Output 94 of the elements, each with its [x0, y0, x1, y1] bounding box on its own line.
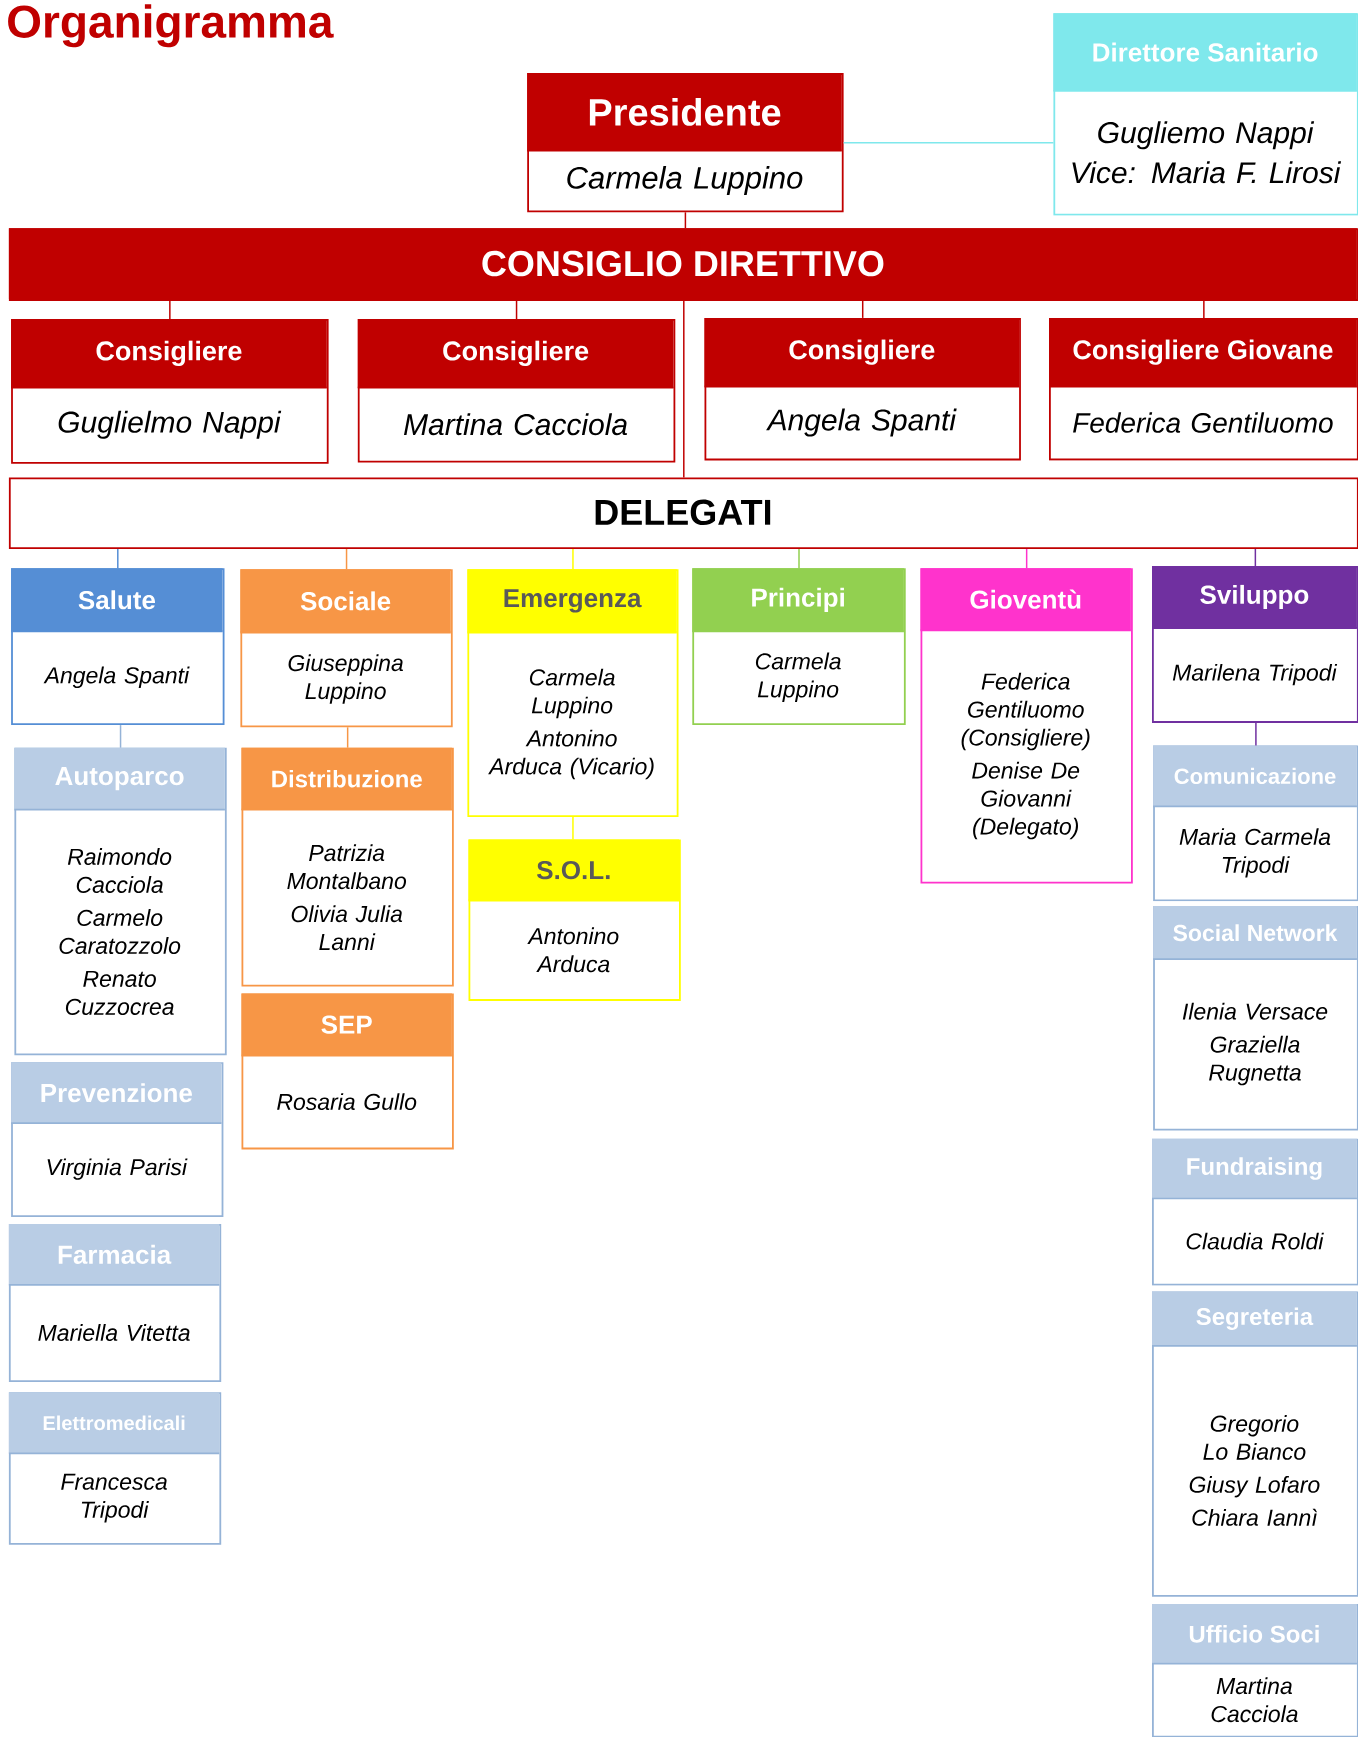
- box-heading: Consigliere Giovane: [1073, 339, 1333, 365]
- org-box: [356, 319, 676, 463]
- org-box: [239, 569, 453, 728]
- person-names: Raimondo Cacciola Carmelo Caratozzolo Renato Cuzzocrea: [59, 848, 181, 1015]
- box-heading: Gioventù: [970, 589, 1081, 609]
- org-box: [8, 1392, 222, 1545]
- org-box: [1151, 1138, 1358, 1286]
- person-names: Patrizia Montalbano Olivia Julia Lanni: [287, 844, 407, 951]
- org-box: [467, 839, 681, 1001]
- org-box: [240, 993, 454, 1150]
- connector-line: [119, 724, 122, 749]
- connector-line: [515, 300, 518, 320]
- box-heading: Segreteria: [1196, 1307, 1314, 1330]
- org-box: [703, 317, 1021, 461]
- connector-line: [683, 300, 685, 479]
- box-heading: Salute: [78, 590, 155, 610]
- box-heading: Direttore Sanitario: [1093, 42, 1318, 62]
- org-box: [1151, 1603, 1358, 1737]
- person-names: Martina Cacciola: [404, 413, 628, 436]
- box-heading: Elettromedicali: [43, 1415, 185, 1431]
- box-heading: Presidente: [589, 97, 781, 126]
- person-names: Rosaria Gullo: [277, 1093, 417, 1111]
- box-heading: DELEGATI: [595, 499, 771, 526]
- box-heading: Consigliere: [443, 340, 589, 366]
- box-heading: Sociale: [300, 591, 391, 611]
- box-heading: Social Network: [1173, 924, 1338, 942]
- connector-line: [1254, 548, 1257, 567]
- box-heading: Sviluppo: [1200, 584, 1309, 610]
- org-box: [13, 747, 227, 1056]
- connector-line: [798, 548, 800, 569]
- org-box: [691, 568, 906, 726]
- connector-line: [572, 816, 574, 841]
- person-names: Guglielmo Nappi: [58, 410, 282, 439]
- org-box: [1048, 317, 1358, 461]
- org-box: [10, 319, 329, 464]
- person-names: Antonino Arduca: [527, 927, 619, 973]
- person-names: Giuseppina Luppino: [288, 654, 403, 704]
- box-heading: Emergenza: [504, 589, 642, 613]
- box-heading: SEP: [321, 1015, 372, 1034]
- person-names: Federica Gentiluomo: [1073, 412, 1333, 433]
- box-heading: Fundraising: [1187, 1157, 1322, 1180]
- person-names: Marilena Tripodi: [1172, 663, 1338, 686]
- box-heading: Consigliere: [789, 339, 935, 365]
- person-names: Federica Gentiluomo (Consigliere) Denise De Giovanni (Delegato): [961, 672, 1090, 840]
- person-names: Francesca Tripodi: [61, 1473, 167, 1523]
- box-heading: Consigliere: [96, 340, 242, 366]
- org-box: [1152, 906, 1358, 1131]
- org-box: [466, 569, 679, 817]
- person-names: Angela Spanti: [43, 666, 190, 688]
- person-names: Martina Cacciola: [1211, 1677, 1298, 1723]
- org-box: [1052, 13, 1358, 216]
- person-names: Claudia Roldi: [1186, 1232, 1324, 1250]
- box-heading: Farmacia: [58, 1244, 172, 1264]
- person-names: Gugliemo Nappi Vice: Maria F. Lirosi: [1072, 121, 1342, 184]
- org-box: [1151, 566, 1358, 723]
- connector-line: [346, 726, 349, 749]
- box-heading: Prevenzione: [41, 1083, 192, 1103]
- org-box: [919, 568, 1133, 884]
- org-box: [10, 568, 225, 726]
- person-names: Gregorio Lo Bianco Giusy Lofaro Chiara Iannì: [1189, 1414, 1320, 1526]
- connector-line: [1255, 722, 1257, 747]
- box-heading: S.O.L.: [537, 860, 610, 880]
- connector-line: [572, 548, 574, 571]
- person-names: Mariella Vitetta: [38, 1324, 190, 1341]
- person-names: Carmela Luppino: [755, 652, 841, 702]
- box-heading: CONSIGLIO DIRETTIVO: [482, 250, 884, 277]
- connector-line: [861, 300, 864, 319]
- person-names: Maria Carmela Tripodi: [1179, 828, 1331, 878]
- connector-line: [1025, 548, 1028, 569]
- connector-line: [1203, 300, 1205, 319]
- org-box: [10, 1062, 224, 1217]
- box-heading: Ufficio Soci: [1189, 1625, 1319, 1643]
- connector-line: [345, 548, 348, 571]
- box-heading: Comunicazione: [1174, 767, 1336, 784]
- title: Organigramma: [8, 4, 334, 48]
- connector-line: [684, 211, 687, 229]
- connector-line: [842, 141, 1055, 144]
- org-box: [1151, 1291, 1358, 1597]
- org-box: [8, 1224, 222, 1382]
- connector-line: [117, 548, 119, 569]
- person-names: Carmela Luppino Antonino Arduca (Vicario): [488, 668, 654, 780]
- connector-line: [169, 300, 171, 320]
- box-heading: Autoparco: [55, 767, 184, 791]
- org-box: [240, 747, 454, 987]
- person-names: Carmela Luppino: [567, 166, 803, 195]
- org-box: [1152, 745, 1358, 902]
- person-names: Ilenia Versace Graziella Rugnetta: [1182, 1002, 1328, 1086]
- person-names: Virginia Parisi: [47, 1158, 188, 1180]
- org-box: [526, 73, 844, 213]
- box-heading: Principi: [752, 587, 844, 612]
- org-box: [8, 228, 1358, 301]
- org-box: [8, 477, 1358, 549]
- box-heading: Distribuzione: [272, 769, 422, 788]
- person-names: Angela Spanti: [766, 408, 957, 437]
